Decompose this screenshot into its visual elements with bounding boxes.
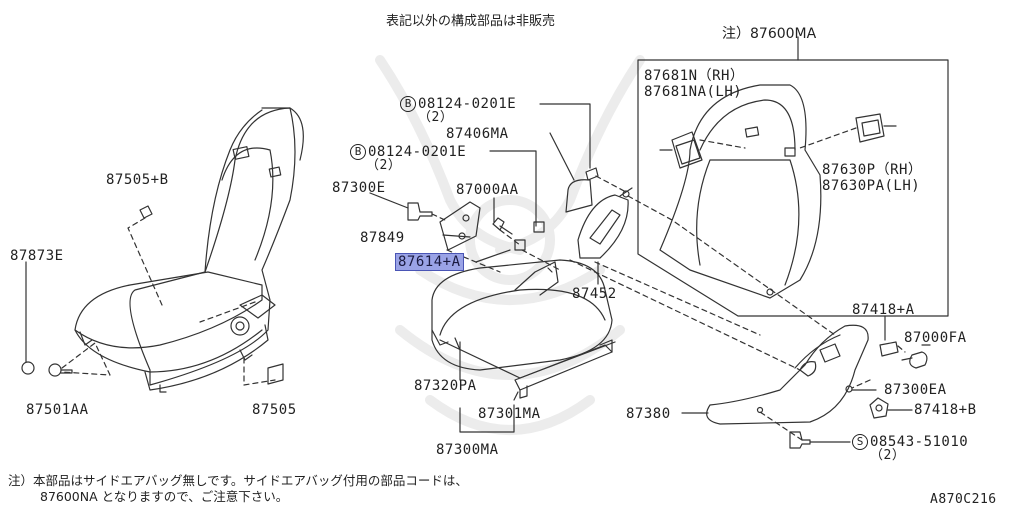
bolt-lower-code: 08124-0201E	[368, 144, 467, 160]
part-label-87300ea[interactable]: 87300EA	[884, 382, 947, 398]
part-label-87505b[interactable]: 87505+B	[106, 172, 169, 188]
part-label-87501aa[interactable]: 87501AA	[26, 402, 89, 418]
kit-box-outline	[637, 36, 949, 317]
seat-cushion-frame	[431, 259, 616, 399]
part-label-87614a-highlighted[interactable]: 87614+A	[395, 253, 464, 271]
kit-assembly-label[interactable]: 注）87600MA	[722, 26, 817, 42]
part-label-87681n[interactable]: 87681N（RH）	[644, 68, 745, 84]
footer-note-line2: 87600NA となりますので、ご注意下さい。	[40, 489, 289, 504]
bolt-lower-qty: （2）	[366, 158, 402, 173]
middle-solid-leaders	[369, 103, 599, 433]
header-note: 表記以外の構成部品は非販売	[386, 14, 556, 29]
screw-qty: （2）	[870, 448, 906, 463]
part-label-87630p[interactable]: 87630P（RH）	[822, 162, 923, 178]
part-label-87452[interactable]: 87452	[572, 286, 617, 302]
part-label-87000fa[interactable]: 87000FA	[904, 330, 967, 346]
part-label-87681na[interactable]: 87681NA(LH)	[644, 84, 743, 100]
part-label-87406ma[interactable]: 87406MA	[446, 126, 509, 142]
seat-leaders	[21, 205, 284, 386]
part-label-87300e[interactable]: 87300E	[332, 180, 386, 196]
bolt-b-badge: B	[400, 96, 416, 112]
part-label-87630pa[interactable]: 87630PA(LH)	[822, 178, 921, 194]
part-label-87320pa[interactable]: 87320PA	[414, 378, 477, 394]
screw-s-badge: S	[852, 434, 868, 450]
part-label-87505[interactable]: 87505	[252, 402, 297, 418]
bolt-upper-code: 08124-0201E	[418, 96, 517, 112]
assembled-seat	[74, 107, 304, 393]
brackets-hardware	[407, 167, 633, 259]
bolt-upper-qty: （2）	[418, 110, 454, 125]
part-label-87418a[interactable]: 87418+A	[852, 302, 915, 318]
diagram-code: A870C216	[930, 492, 997, 507]
footer-note-line1: 注）本部品はサイドエアバッグ無しです。サイドエアバッグ付用の部品コードは、	[8, 473, 468, 488]
part-label-87849[interactable]: 87849	[360, 230, 405, 246]
part-label-87000aa[interactable]: 87000AA	[456, 182, 519, 198]
screw-code: 08543-51010	[870, 434, 969, 450]
part-label-87301ma[interactable]: 87301MA	[478, 406, 541, 422]
part-label-87873e[interactable]: 87873E	[10, 248, 64, 264]
seat-back-trim	[659, 84, 897, 299]
bolt-b-badge-2: B	[350, 144, 366, 160]
part-label-87418b[interactable]: 87418+B	[914, 402, 977, 418]
part-label-87380[interactable]: 87380	[626, 406, 671, 422]
side-cover	[706, 324, 928, 449]
part-label-87300ma[interactable]: 87300MA	[436, 442, 499, 458]
right-leaders	[681, 315, 931, 443]
